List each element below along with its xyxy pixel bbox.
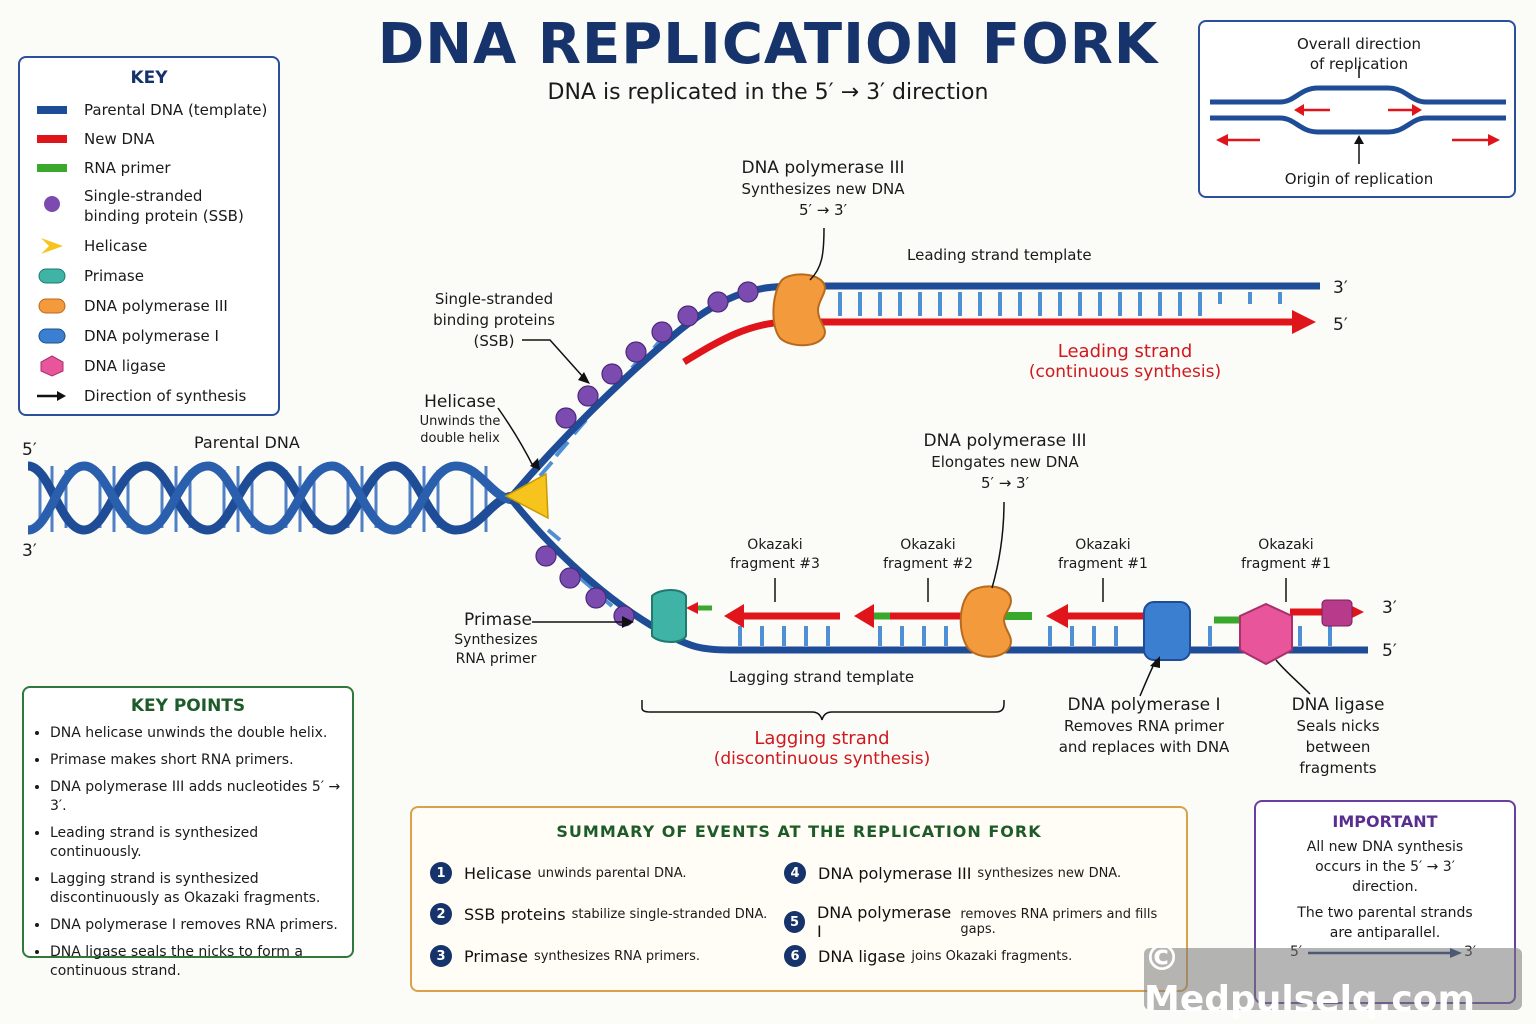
summary-step-2: 2 SSB proteins stabilize single-stranded… [430, 903, 767, 925]
leading-strand-title: Leading strand [1057, 341, 1193, 362]
key-point-item: Lagging strand is synthesized discontinu… [50, 870, 352, 908]
okazaki-2-label: Okazaki fragment #2 [883, 537, 973, 572]
leading-strand-template [509, 282, 1320, 499]
end-5-left: 5′ [22, 440, 37, 460]
primase-desc: Synthesizes RNA primer [454, 632, 538, 667]
primer-at-primase [686, 602, 712, 614]
inset-bottom-label: Origin of replication [1284, 170, 1434, 188]
key-point-item: DNA helicase unwinds the double helix. [50, 724, 352, 743]
lagging-end-5: 5′ [1382, 641, 1397, 661]
helicase-icon [504, 472, 549, 520]
ssb-upper-group [555, 281, 759, 429]
pol3-bottom-title: DNA polymerase III [923, 431, 1087, 451]
key-item-rna-primer: RNA primer [36, 158, 171, 178]
ssb-label: Single-stranded binding proteins (SSB) [433, 290, 555, 350]
ligase-desc: Seals nicks between fragments [1296, 717, 1380, 777]
key-panel: KEY Parental DNA (template) New DNA RNA … [18, 56, 280, 416]
pol3-bottom-direction: 5′ → 3′ [980, 474, 1029, 492]
page-title: DNA REPLICATION FORK [377, 12, 1159, 77]
key-points-panel: KEY POINTS DNA helicase unwinds the doub… [22, 686, 354, 979]
red-bar-icon [36, 129, 68, 149]
key-item-primase: Primase [36, 266, 144, 286]
okazaki-fragment-2 [854, 604, 964, 628]
dna-ligase-icon [1239, 602, 1293, 666]
summary-step-5: 5 DNA polymerase I removes RNA primers a… [784, 903, 1186, 941]
key-item-new-dna: New DNA [36, 129, 155, 149]
important-line-1: All new DNA synthesis occurs in the 5′ →… [1306, 839, 1464, 895]
inset-top-label: Overall direction of replication [1296, 35, 1422, 73]
arrow-right-icon [36, 386, 68, 406]
key-item-pol3: DNA polymerase III [36, 296, 228, 316]
blue-pill-icon [36, 326, 68, 346]
inset-panel: Overall direction of replication Origin … [1198, 20, 1516, 198]
okazaki-fragment-3 [724, 604, 840, 628]
lagging-strand-title: Lagging strand [754, 728, 890, 749]
helicase-label: Helicase [424, 392, 496, 412]
key-point-item: DNA polymerase I removes RNA primers. [50, 916, 352, 935]
dna-polymerase-iii-top-icon [772, 273, 826, 347]
green-bar-icon [36, 158, 68, 178]
leading-strand-sub: (continuous synthesis) [1028, 362, 1222, 382]
pol1-title: DNA polymerase I [1067, 695, 1221, 715]
okazaki-3-label: Okazaki fragment #3 [730, 537, 820, 572]
key-points-title: KEY POINTS [130, 696, 246, 716]
key-point-item: DNA ligase seals the nicks to form a con… [50, 943, 352, 981]
leading-end-5: 5′ [1333, 315, 1348, 335]
parental-dna-label: Parental DNA [194, 433, 300, 452]
summary-panel: SUMMARY OF EVENTS AT THE REPLICATION FOR… [410, 806, 1188, 992]
ssb-lower-group [535, 545, 635, 627]
replication-bubble-diagram [1210, 66, 1506, 164]
key-point-item: DNA polymerase III adds nucleotides 5′ →… [50, 778, 352, 816]
okazaki-1b-label: Okazaki fragment #1 [1241, 537, 1331, 572]
primase-label: Primase [464, 610, 532, 630]
watermark: © Medpulselq.com [1144, 938, 1522, 1020]
summary-step-6: 6 DNA ligase joins Okazaki fragments. [784, 945, 1072, 967]
ligase-title: DNA ligase [1291, 695, 1385, 715]
lagging-end-3: 3′ [1382, 598, 1397, 618]
key-item-parental: Parental DNA (template) [36, 100, 267, 120]
okazaki-fragment-1a [1046, 604, 1148, 628]
key-item-pol1: DNA polymerase I [36, 326, 219, 346]
key-item-helicase: Helicase [36, 236, 147, 256]
leading-end-3: 3′ [1333, 278, 1348, 298]
pointer-arrowheads [530, 372, 1160, 668]
pol1-desc: Removes RNA primer and replaces with DNA [1058, 717, 1230, 756]
purple-dot-icon [36, 194, 68, 214]
primase-icon [651, 589, 687, 643]
helicase-wedge-icon [36, 236, 68, 256]
pol3-top-direction: 5′ → 3′ [798, 201, 847, 219]
summary-step-4: 4 DNA polymerase III synthesizes new DNA… [784, 862, 1121, 884]
ligase-small-protein-icon [1321, 599, 1353, 627]
pol3-bottom-desc: Elongates new DNA [931, 453, 1079, 471]
summary-title: SUMMARY OF EVENTS AT THE REPLICATION FOR… [556, 822, 1042, 841]
dna-polymerase-iii-bottom-icon [959, 585, 1012, 658]
key-point-item: Primase makes short RNA primers. [50, 751, 352, 770]
parental-dna-helix [26, 461, 514, 535]
lagging-strand-sub: (discontinuous synthesis) [713, 749, 931, 769]
okazaki-1a-label: Okazaki fragment #1 [1058, 537, 1148, 572]
pol3-top-title: DNA polymerase III [741, 158, 905, 178]
pink-hexagon-icon [36, 355, 68, 377]
pol3-top-desc: Synthesizes new DNA [741, 180, 905, 198]
summary-step-3: 3 Primase synthesizes RNA primers. [430, 945, 700, 967]
summary-step-1: 1 Helicase unwinds parental DNA. [430, 862, 687, 884]
pointer-lines [497, 227, 1311, 721]
key-item-ligase: DNA ligase [36, 355, 166, 377]
key-item-direction: Direction of synthesis [36, 386, 246, 406]
lagging-template-label: Lagging strand template [729, 668, 915, 686]
helicase-desc: Unwinds the double helix [419, 414, 501, 446]
leading-template-label: Leading strand template [907, 246, 1092, 264]
key-point-item: Leading strand is synthesized continuous… [50, 824, 352, 862]
teal-pill-icon [36, 266, 68, 286]
dna-polymerase-i-icon [1143, 601, 1191, 661]
key-title: KEY [130, 68, 168, 88]
end-3-left: 3′ [22, 541, 37, 561]
important-title: IMPORTANT [1332, 812, 1438, 831]
page-subtitle: DNA is replicated in the 5′ → 3′ directi… [547, 80, 989, 105]
key-item-ssb: Single-stranded binding protein (SSB) [36, 186, 256, 226]
important-line-2: The two parental strands are antiparalle… [1297, 905, 1473, 941]
blue-bar-icon [36, 100, 68, 120]
orange-pill-icon [36, 296, 68, 316]
